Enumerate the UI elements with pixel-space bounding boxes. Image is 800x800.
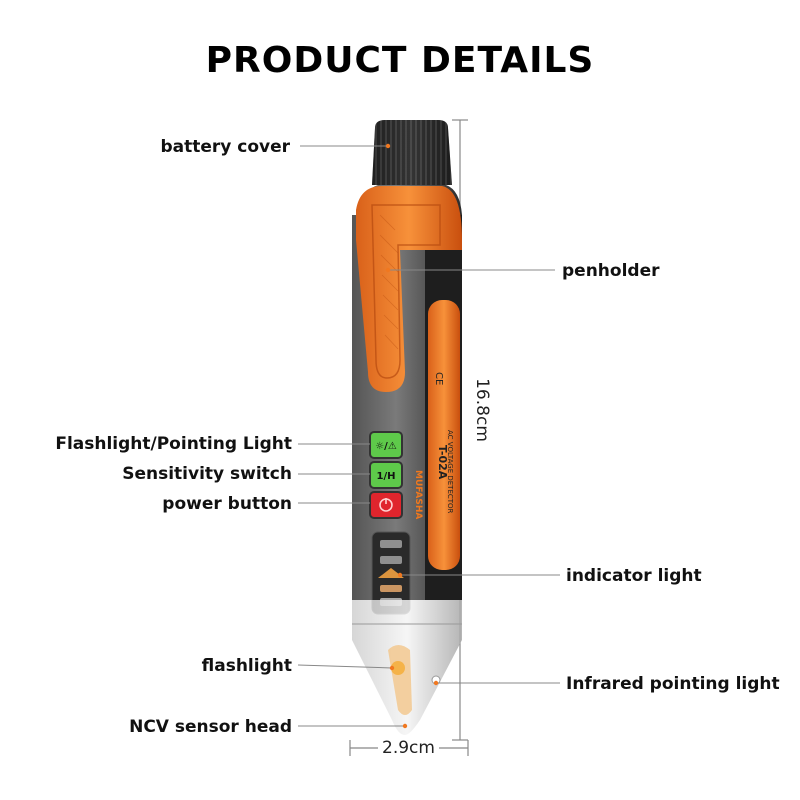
sensitivity-button xyxy=(369,461,403,489)
sensitivity-button-label: 1/H xyxy=(377,471,396,482)
battery-cover-cap xyxy=(372,120,452,185)
side-label-panel xyxy=(428,300,460,570)
label-battery-cover: battery cover xyxy=(160,137,290,157)
label-power-button: power button xyxy=(162,494,292,514)
page-title: PRODUCT DETAILS xyxy=(205,40,595,81)
device-brand-text: MUFASHA xyxy=(413,470,423,519)
device-model-text: T-02A xyxy=(436,445,449,480)
penholder-clip xyxy=(356,186,462,392)
power-button xyxy=(369,491,403,519)
label-ncv-sensor-head: NCV sensor head xyxy=(129,717,292,737)
height-dimension-label: 16.8cm xyxy=(471,378,492,442)
label-indicator-light: indicator light xyxy=(566,566,702,586)
width-dimension-label: 2.9cm xyxy=(378,738,439,758)
label-infrared-pointing-light: Infrared pointing light xyxy=(566,674,780,694)
label-flashlight: flashlight xyxy=(201,656,292,676)
ncv-sensor-tip xyxy=(352,600,462,735)
flashlight-button-label: ☼/⚠ xyxy=(375,441,397,452)
ce-mark-text: CE xyxy=(433,372,444,385)
device-subtitle-text: AC VOLTAGE DETECTOR xyxy=(446,430,454,514)
warning-indicator-icon xyxy=(378,568,404,578)
flashlight-button xyxy=(369,431,403,459)
label-penholder: penholder xyxy=(562,261,660,281)
label-sensitivity-switch: Sensitivity switch xyxy=(122,464,292,484)
flashlight-lens xyxy=(391,661,405,675)
label-flashlight-pointing-light: Flashlight/Pointing Light xyxy=(55,434,292,454)
